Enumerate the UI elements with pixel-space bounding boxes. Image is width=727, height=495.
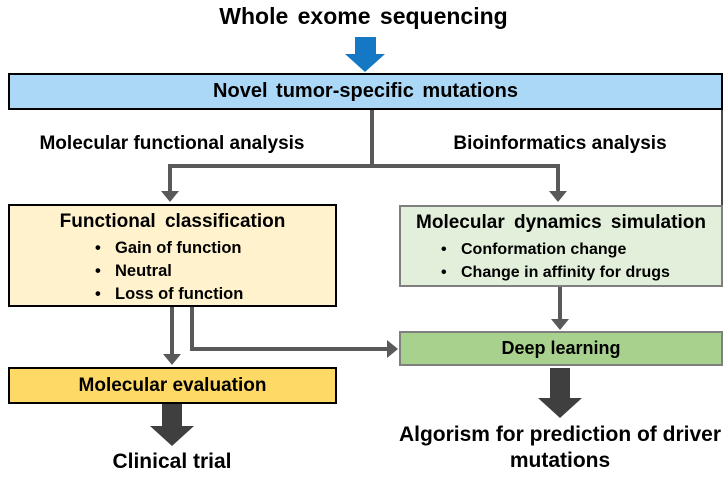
node-label: Novel tumor-specific mutations (213, 80, 518, 102)
down-block-arrow-blue-head (345, 54, 385, 72)
label-molecular-functional-analysis: Molecular functional analysis (39, 133, 305, 154)
bullet-list: Gain of function Neutral Loss of functio… (10, 237, 335, 306)
bullet-conformation-change: Conformation change (401, 238, 721, 261)
connector-main-stub (370, 110, 374, 168)
node-molecular-dynamics-simulation: Molecular dynamics simulation Conformati… (399, 205, 723, 287)
bullet-change-in-affinity: Change in affinity for drugs (401, 261, 721, 284)
label-bioinformatics-analysis: Bioinformatics analysis (453, 133, 667, 154)
connector-functional-to-evaluation (170, 307, 174, 355)
bullet-gain-of-function: Gain of function (10, 237, 335, 260)
bullet-neutral: Neutral (10, 260, 335, 283)
arrowhead-right-branch (549, 191, 567, 202)
node-functional-classification: Functional classification Gain of functi… (8, 204, 337, 307)
connector-functional-to-deep-learning-h (190, 347, 387, 351)
node-title: Molecular dynamics simulation (416, 212, 706, 233)
down-block-arrow-blue (355, 37, 376, 55)
connector-right-branch (556, 164, 560, 192)
page-title: Whole exome sequencing (219, 3, 508, 29)
connector-right-edge-line (721, 110, 723, 206)
connector-split-horizontal (168, 164, 560, 168)
arrowhead-functional-to-evaluation (163, 354, 181, 365)
node-title: Functional classification (59, 211, 286, 232)
connector-left-branch (168, 164, 172, 192)
bullet-list: Conformation change Change in affinity f… (401, 238, 721, 284)
arrowhead-functional-to-deep-learning (387, 340, 398, 358)
label-clinical-trial: Clinical trial (112, 450, 232, 473)
arrowhead-dynamics-to-deep-learning (551, 319, 569, 330)
down-block-arrow-deep-learning (550, 368, 570, 398)
connector-functional-to-deep-learning-v (190, 307, 194, 351)
label-algorithm-prediction: Algorism for prediction of driver mutati… (398, 423, 722, 472)
down-block-arrow-evaluation-head (150, 426, 194, 446)
node-molecular-evaluation: Molecular evaluation (8, 367, 337, 404)
node-deep-learning: Deep learning (399, 331, 723, 366)
connector-dynamics-to-deep-learning (558, 287, 562, 320)
arrowhead-left-branch (161, 191, 179, 202)
bullet-loss-of-function: Loss of function (10, 283, 335, 306)
node-label: Molecular evaluation (78, 374, 267, 396)
down-block-arrow-evaluation (162, 404, 182, 426)
node-novel-tumor-specific-mutations: Novel tumor-specific mutations (8, 73, 723, 110)
down-block-arrow-deep-learning-head (538, 398, 582, 418)
node-label: Deep learning (501, 338, 621, 358)
